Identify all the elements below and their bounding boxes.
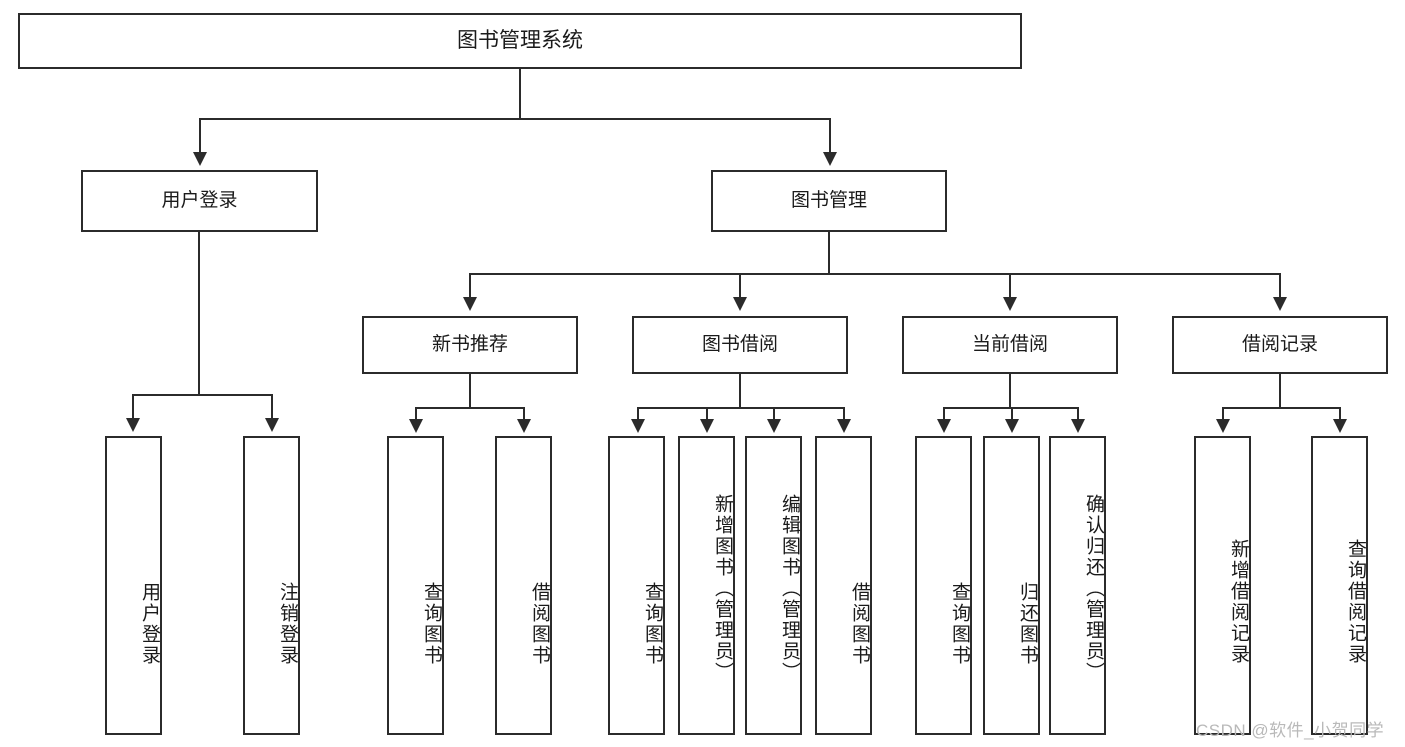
edge-br-drop-1 [1222,407,1224,421]
leaf-borrow-borrow-book[interactable]: 借阅图书 [815,436,872,735]
arrow-down-icon-new-book-rec [463,297,477,311]
node-current-borrow[interactable]: 当前借阅 [902,316,1118,374]
edge-new-book-rec-bus [415,407,525,409]
arrow-down-icon-leaf-rec-add-record [1216,419,1230,433]
leaf-user-logout[interactable]: 注销登录 [243,436,300,735]
arrow-down-icon-leaf-cur-confirm-return [1071,419,1085,433]
arrow-down-icon-leaf-user-logout [265,418,279,432]
edge-cb-drop-3 [1077,407,1079,421]
edge-user-login-drop-2 [271,394,273,420]
edge-br-drop-2 [1339,407,1341,421]
edge-bb-drop-3 [773,407,775,421]
edge-bb-drop-4 [843,407,845,421]
edge-drop-current-borrow [1009,273,1011,299]
leaf-rec-add-record[interactable]: 新增借阅记录 [1194,436,1251,735]
edge-new-book-rec-stem [469,374,471,407]
arrow-down-icon-borrow-record [1273,297,1287,311]
leaf-cur-return-book[interactable]: 归还图书 [983,436,1040,735]
edge-user-login-drop-1 [132,394,134,420]
edge-drop-borrow-record [1279,273,1281,299]
arrow-down-icon-book-manage [823,152,837,166]
edge-current-borrow-bus [943,407,1078,409]
arrow-down-icon-leaf-borrow-query-book [631,419,645,433]
node-user-login[interactable]: 用户登录 [81,170,318,232]
edge-current-borrow-stem [1009,374,1011,407]
csdn-watermark: CSDN @软件_小贺同学 [1196,721,1385,740]
arrow-down-icon-leaf-rec-query-record [1333,419,1347,433]
edge-nbr-drop-2 [523,407,525,421]
edge-book-borrow-bus [637,407,844,409]
node-book-borrow[interactable]: 图书借阅 [632,316,848,374]
leaf-rec-query-book[interactable]: 查询图书 [387,436,444,735]
edge-book-manage-stem [828,232,830,273]
arrow-down-icon-user-login [193,152,207,166]
edge-drop-new-book-rec [469,273,471,299]
arrow-down-icon-current-borrow [1003,297,1017,311]
edge-bb-drop-2 [706,407,708,421]
edge-borrow-record-bus [1222,407,1341,409]
edge-root-stem [519,69,521,118]
edge-cb-drop-2 [1011,407,1013,421]
leaf-user-login[interactable]: 用户登录 [105,436,162,735]
arrow-down-icon-leaf-rec-borrow-book [517,419,531,433]
leaf-cur-query-book[interactable]: 查询图书 [915,436,972,735]
edge-root-to-book-manage [829,118,831,154]
edge-drop-book-borrow [739,273,741,299]
arrow-down-icon-book-borrow [733,297,747,311]
edge-bb-drop-1 [637,407,639,421]
edge-root-bus [199,118,831,120]
arrow-down-icon-leaf-borrow-borrow-book [837,419,851,433]
arrow-down-icon-leaf-rec-query-book [409,419,423,433]
arrow-down-icon-leaf-borrow-add-book [700,419,714,433]
leaf-borrow-add-book[interactable]: 新增图书（管理员） [678,436,735,735]
leaf-borrow-query-book[interactable]: 查询图书 [608,436,665,735]
node-borrow-record[interactable]: 借阅记录 [1172,316,1388,374]
arrow-down-icon-leaf-cur-query-book [937,419,951,433]
edge-book-manage-bus [469,273,1280,275]
leaf-rec-borrow-book[interactable]: 借阅图书 [495,436,552,735]
edge-cb-drop-1 [943,407,945,421]
edge-user-login-stem [198,232,200,394]
arrow-down-icon-leaf-user-login [126,418,140,432]
node-root-book-management-system[interactable]: 图书管理系统 [18,13,1022,69]
edge-nbr-drop-1 [415,407,417,421]
edge-root-to-user-login [199,118,201,154]
node-new-book-rec[interactable]: 新书推荐 [362,316,578,374]
node-book-manage[interactable]: 图书管理 [711,170,947,232]
arrow-down-icon-leaf-cur-return-book [1005,419,1019,433]
edge-borrow-record-stem [1279,374,1281,407]
leaf-borrow-edit-book[interactable]: 编辑图书（管理员） [745,436,802,735]
edge-book-borrow-stem [739,374,741,407]
leaf-rec-query-record[interactable]: 查询借阅记录 [1311,436,1368,735]
leaf-cur-confirm-return[interactable]: 确认归还（管理员） [1049,436,1106,735]
edge-user-login-bus [132,394,272,396]
arrow-down-icon-leaf-borrow-edit-book [767,419,781,433]
